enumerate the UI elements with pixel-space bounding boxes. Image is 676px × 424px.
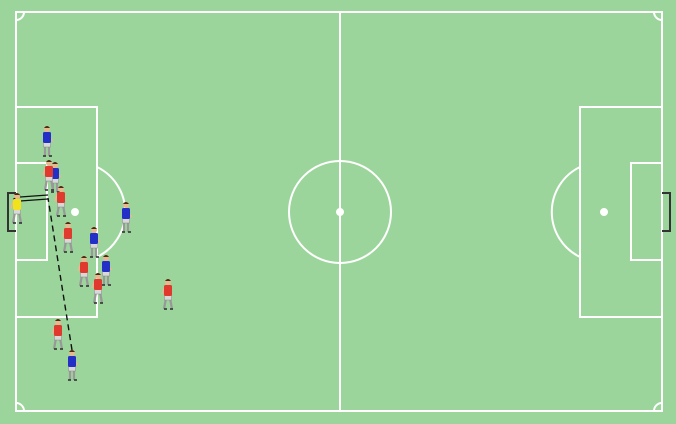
player-shirt bbox=[80, 262, 88, 273]
shot-line-upper bbox=[19, 194, 49, 198]
player-blue-attacker bbox=[122, 202, 133, 233]
left-goal bbox=[7, 192, 16, 232]
center-spot bbox=[336, 208, 344, 216]
player-blue-attacker bbox=[102, 255, 113, 286]
player-red-defender bbox=[161, 279, 174, 310]
player-shirt bbox=[45, 166, 53, 177]
corner-arc-top-right bbox=[653, 11, 663, 21]
corner-arc-bottom-left bbox=[15, 402, 25, 412]
player-blue-attacker bbox=[43, 126, 54, 157]
player-shirt bbox=[64, 228, 72, 239]
player-red-defender bbox=[61, 222, 74, 253]
player-shirt bbox=[94, 279, 102, 290]
player-blue-attacker bbox=[68, 350, 79, 381]
right-penalty-arc bbox=[550, 166, 581, 258]
right-goal-area bbox=[630, 162, 663, 261]
corner-arc-bottom-right bbox=[653, 402, 663, 412]
player-blue-attacker bbox=[90, 227, 101, 258]
player-shirt bbox=[90, 233, 98, 244]
left-penalty-spot bbox=[71, 208, 79, 216]
player-shirt bbox=[68, 356, 76, 367]
shot-line-lower bbox=[19, 198, 49, 202]
player-shirt bbox=[54, 325, 62, 336]
player-yellow-goalkeeper bbox=[10, 193, 23, 224]
player-red-defender bbox=[54, 186, 67, 217]
player-shirt bbox=[13, 199, 21, 210]
player-shirt bbox=[102, 261, 110, 272]
right-goal bbox=[662, 192, 671, 232]
pass-line bbox=[47, 197, 73, 351]
goals bbox=[7, 192, 671, 232]
player-red-defender bbox=[42, 160, 55, 191]
player-red-defender bbox=[77, 256, 90, 287]
player-shirt bbox=[57, 192, 65, 203]
player-red-defender bbox=[51, 319, 64, 350]
center-circle bbox=[288, 160, 392, 264]
player-shirt bbox=[122, 208, 130, 219]
player-red-defender bbox=[91, 273, 104, 304]
players bbox=[10, 126, 174, 381]
right-penalty-spot bbox=[600, 208, 608, 216]
player-shirt bbox=[164, 285, 172, 296]
corner-arc-top-left bbox=[15, 11, 25, 21]
player-shirt bbox=[43, 132, 51, 143]
